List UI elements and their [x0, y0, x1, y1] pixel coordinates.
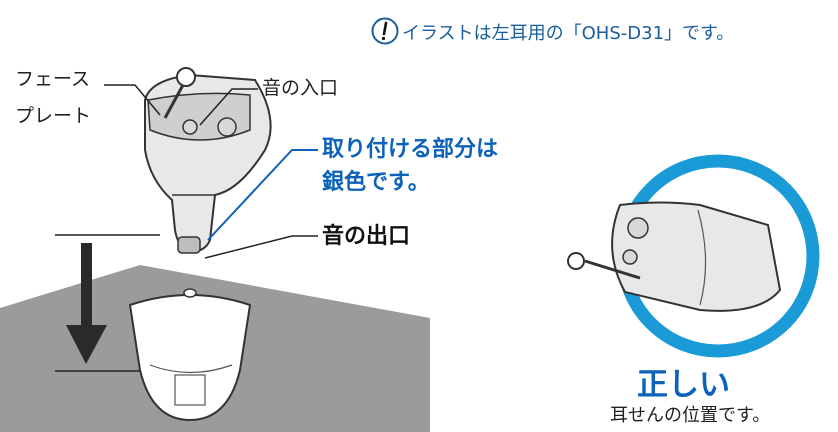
attach-part-label-line2: 銀色です。: [322, 170, 430, 195]
ear-tip-cup: [128, 288, 252, 422]
attach-part-label-line1: 取り付ける部分は: [322, 137, 499, 162]
down-arrow-icon: [66, 243, 107, 364]
leader-faceplate: [104, 84, 161, 116]
correct-caption: 耳せんの位置です。: [610, 405, 771, 426]
hearing-aid-device: [144, 67, 272, 254]
sound-outlet-label: 音の出口: [322, 224, 411, 249]
leader-attach-part: [207, 149, 318, 241]
note-text: イラストは左耳用の「OHS-D31」です。: [402, 23, 735, 44]
faceplate-label-line2: プレート: [15, 105, 92, 127]
sound-inlet-label: 音の入口: [262, 77, 339, 99]
correct-position-illustration: [567, 154, 820, 358]
leader-sound-outlet: [204, 235, 318, 259]
leader-sound-inlet: [199, 88, 258, 126]
exclamation-circle-icon: [371, 17, 399, 45]
faceplate-label-line1: フェース: [15, 68, 91, 90]
correct-title: 正しい: [637, 367, 730, 403]
